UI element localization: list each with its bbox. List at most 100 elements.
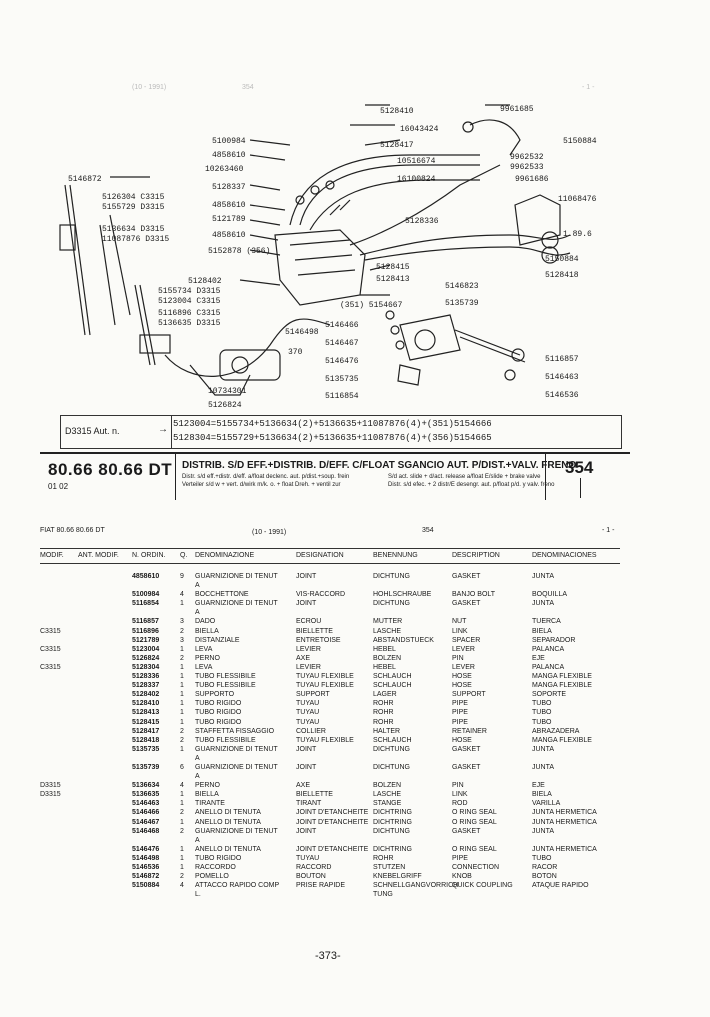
part-label: 9962533 — [510, 163, 544, 172]
col-it: DENOMINAZIONE — [195, 552, 255, 559]
part-label: 5155729 D3315 — [102, 203, 165, 212]
cell-no: 5146466 — [132, 809, 160, 817]
model-sub: 01 02 — [48, 482, 69, 491]
cell-de: HOHLSCHRAUBE — [373, 591, 432, 599]
cell-q: 1 — [180, 818, 184, 826]
table-row: A — [40, 836, 620, 845]
cell-it: A — [195, 754, 200, 762]
cell-de: DICHTRING — [373, 845, 412, 853]
cell-en: GASKET — [452, 827, 481, 835]
cell-es: JUNTA — [532, 745, 555, 753]
cell-es: SEPARADOR — [532, 636, 576, 644]
cell-it: A — [195, 773, 200, 781]
cell-it: SUPPORTO — [195, 691, 235, 699]
part-label: 5128402 — [188, 277, 222, 286]
cell-no: 5116857 — [132, 618, 159, 626]
table-row: A — [40, 581, 620, 590]
cell-no: 5126824 — [132, 654, 160, 662]
cell-q: 1 — [180, 600, 184, 608]
cell-fr: JOINT D'ETANCHEITE — [296, 818, 369, 826]
part-label: 5146498 — [285, 328, 319, 337]
supersession-box: D3315 Aut. n. → 5123004=5155734+5136634(… — [60, 415, 622, 449]
part-label: 4858610 — [212, 231, 246, 240]
part-label: 5152878 (356) — [208, 247, 271, 256]
list-plate: 354 — [422, 527, 434, 534]
cell-fr: JOINT D'ETANCHEITE — [296, 845, 369, 853]
cell-q: 1 — [180, 663, 184, 671]
part-label: 5128410 — [380, 107, 414, 116]
part-label: 5116857 — [545, 355, 579, 364]
cell-no: 5128418 — [132, 736, 160, 744]
cell-no: 5128337 — [132, 682, 160, 690]
cell-de: STUTZEN — [373, 864, 406, 871]
part-label: 16100824 — [397, 175, 436, 184]
cell-en: CONNECTION — [452, 864, 500, 871]
cell-fr: TUYAU — [296, 709, 320, 717]
cell-no: 5146498 — [132, 854, 160, 862]
cell-fr: JOINT — [296, 573, 317, 580]
cell-en: NUT — [452, 618, 467, 626]
cell-es: JUNTA — [532, 827, 555, 835]
part-label: 5123004 C3315 — [158, 297, 221, 306]
cell-it: LEVA — [195, 645, 213, 653]
cell-fr: TUYAU — [296, 718, 320, 726]
cell-q: 1 — [180, 709, 184, 717]
group-title: DISTRIB. S/D EFF.+DISTRIB. D/EFF. C/FLOA… — [182, 460, 577, 471]
cell-es: RACOR — [532, 864, 558, 871]
cell-es: EJE — [532, 782, 545, 790]
cell-de: ROHR — [373, 700, 394, 708]
cell-it: ANELLO DI TENUTA — [195, 818, 261, 826]
cell-it: PERNO — [195, 782, 220, 790]
table-row: A — [40, 754, 620, 763]
cell-de: SCHNELLGANGVORRICH — [373, 882, 459, 890]
cell-es: BOQUILLA — [532, 591, 568, 599]
cell-it: ANELLO DI TENUTA — [195, 845, 261, 853]
cell-it: A — [195, 609, 200, 617]
cell-it: TIRANTE — [195, 800, 225, 808]
part-label: 9962532 — [510, 153, 544, 162]
cell-es: PALANCA — [532, 645, 565, 653]
cell-q: 4 — [180, 882, 184, 890]
diagram-drawing — [59, 104, 571, 396]
cell-de: DICHTUNG — [373, 763, 410, 771]
cell-no: 5123004 — [132, 645, 160, 653]
cell-no: 5150884 — [132, 882, 160, 890]
cell-de: ROHR — [373, 709, 394, 717]
cell-it: DISTANZIALE — [195, 636, 240, 644]
part-label: 10734301 — [208, 387, 247, 396]
cell-en: LINK — [452, 791, 468, 799]
supersession-line: 5128304=5155729+5136634(2)+5136635+11087… — [173, 433, 492, 443]
part-label: 5121789 — [212, 215, 246, 224]
cell-de: KNEBELGRIFF — [373, 873, 422, 881]
cell-en: BANJO BOLT — [452, 591, 496, 599]
cell-en: HOSE — [452, 682, 472, 690]
list-date: (10 - 1991) — [252, 529, 287, 536]
cell-en: O RING SEAL — [452, 818, 497, 826]
part-label: 9961685 — [500, 105, 534, 114]
plate-number: 354 — [565, 458, 594, 477]
cell-q: 1 — [180, 791, 184, 799]
part-label: 5128337 — [212, 183, 246, 192]
cell-es: MANGA FLEXIBLE — [532, 673, 592, 681]
cell-es: MANGA FLEXIBLE — [532, 736, 592, 744]
part-label: 5126824 — [208, 401, 242, 410]
cell-no: 5128410 — [132, 700, 160, 708]
cell-es: JUNTA — [532, 573, 555, 580]
cell-fr: JOINT — [296, 600, 317, 608]
cell-no: 5128304 — [132, 663, 160, 671]
cell-en: SPACER — [452, 636, 481, 644]
cell-de: HEBEL — [373, 645, 396, 653]
